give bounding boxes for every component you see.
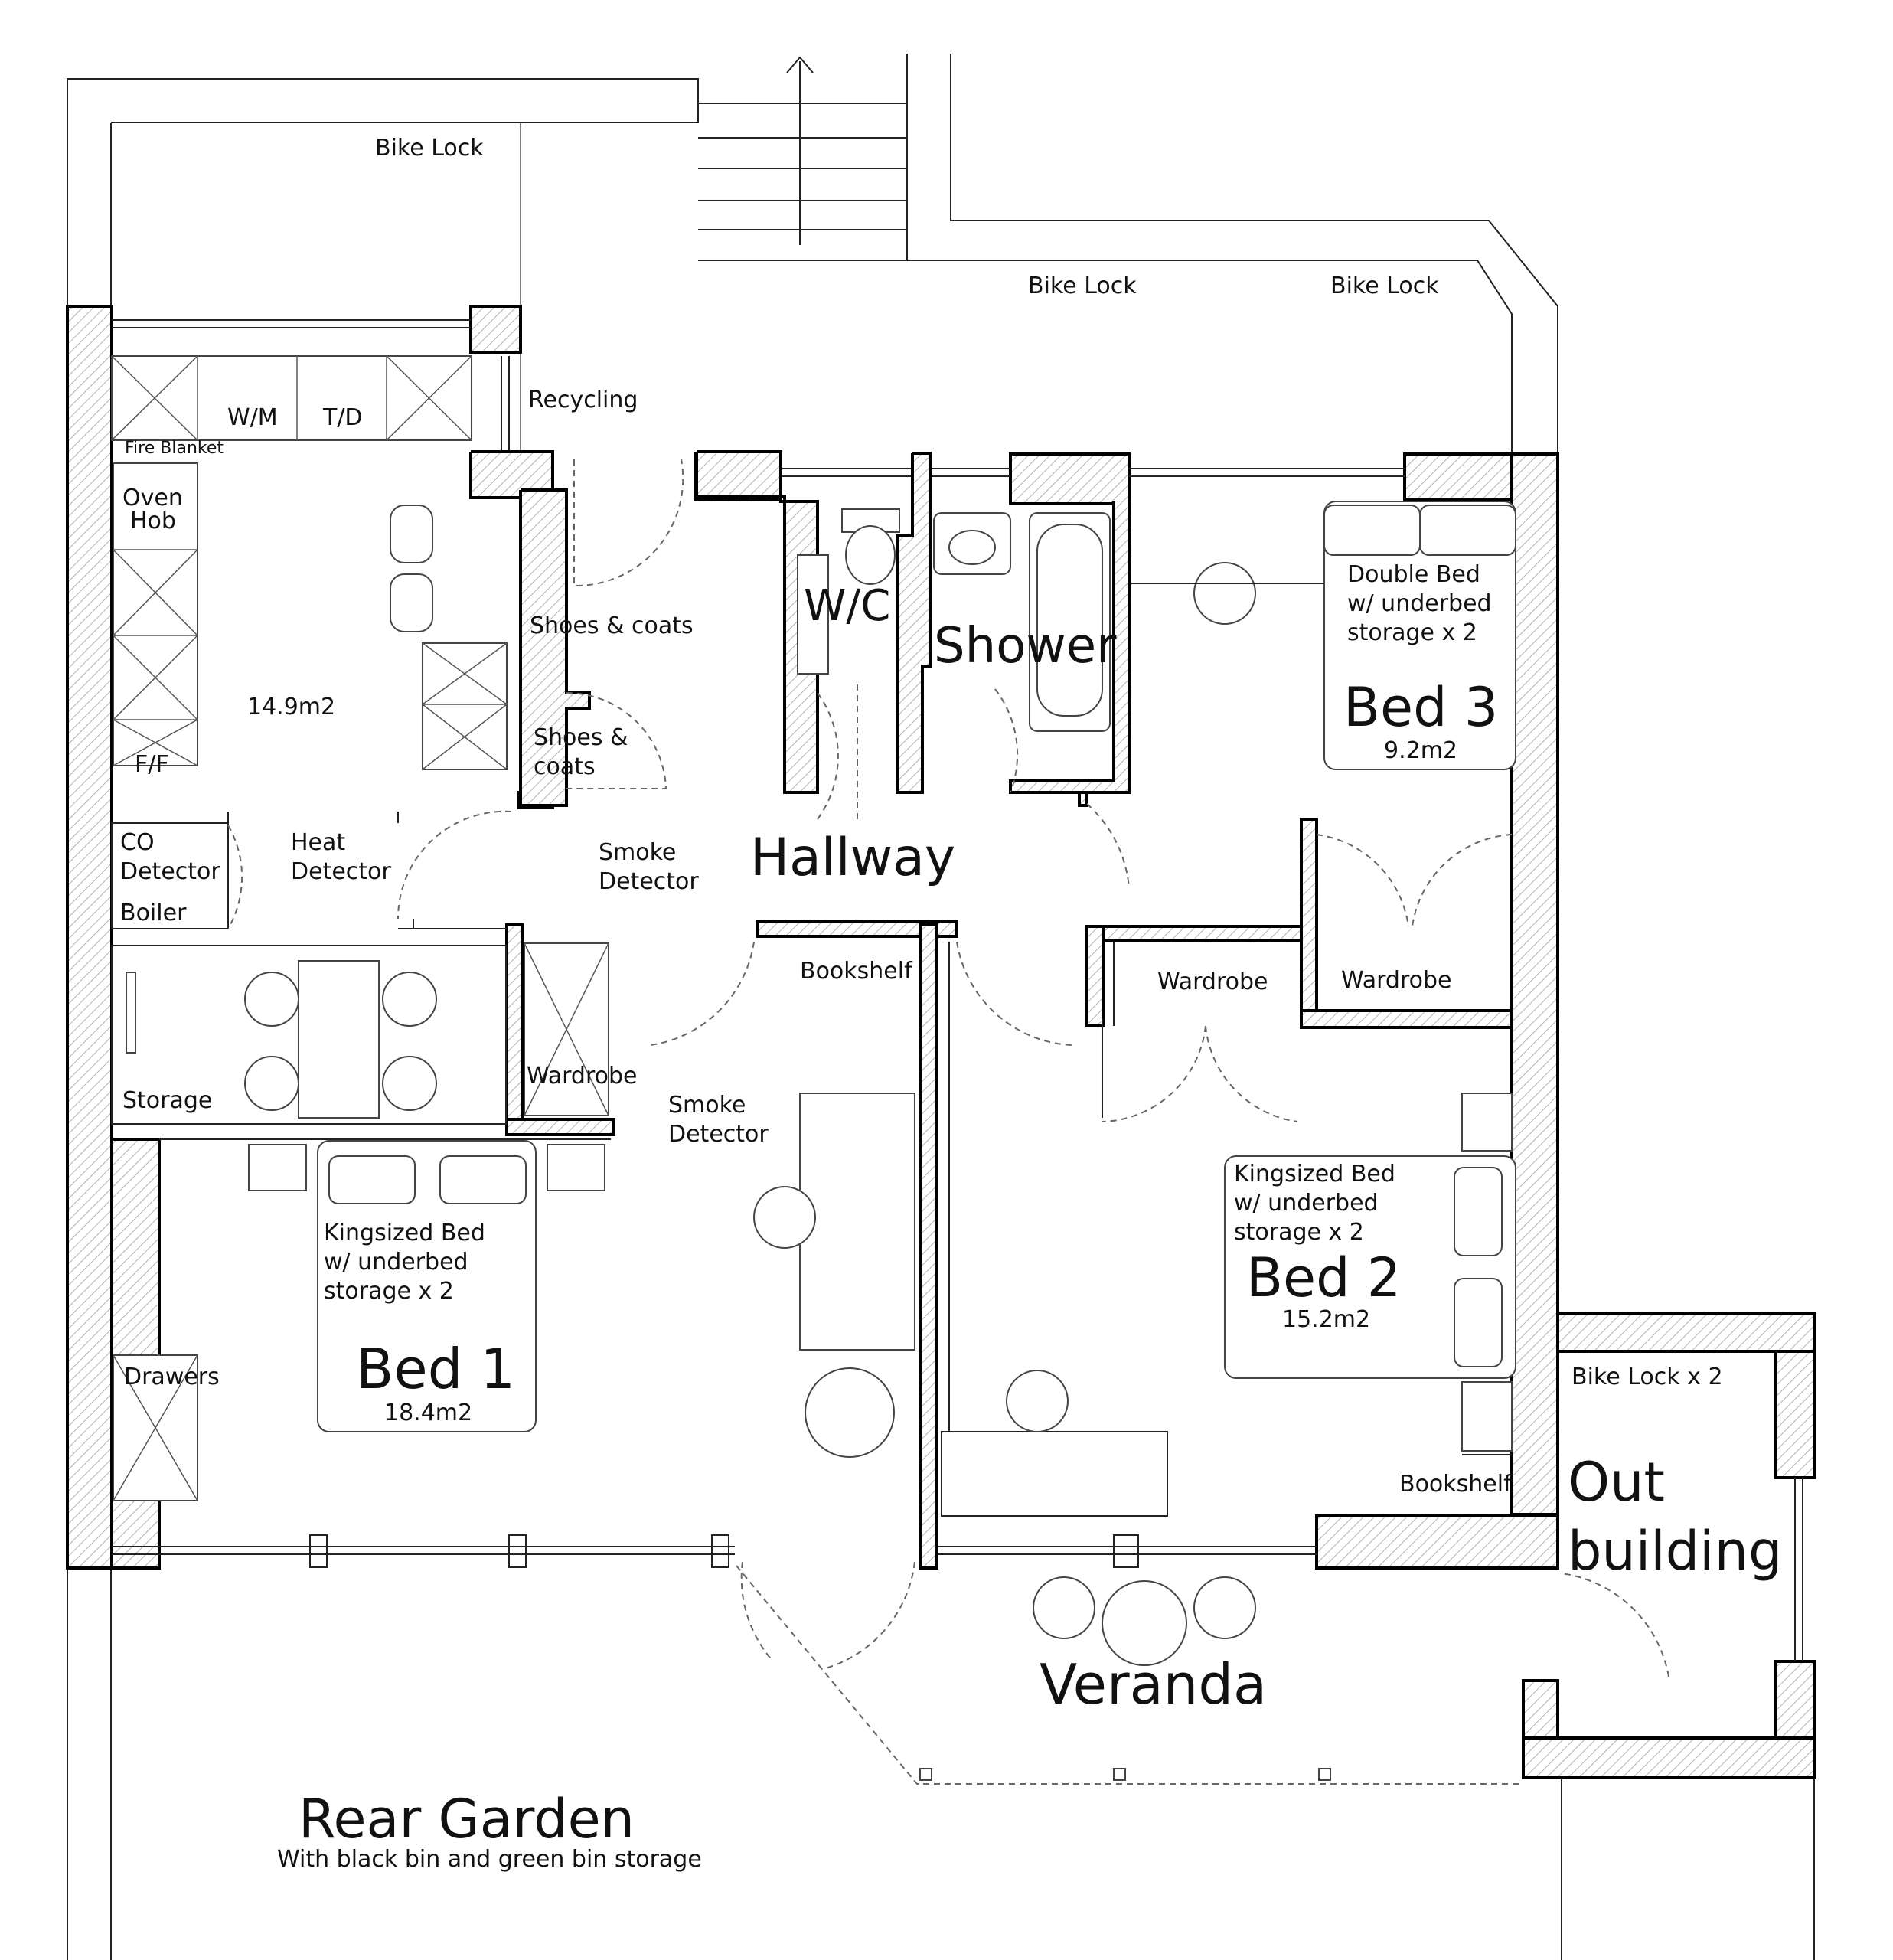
- label-storage: Storage: [122, 1087, 212, 1114]
- label-ff: F/F: [135, 751, 169, 778]
- label-bed2-area: 15.2m2: [1282, 1306, 1370, 1333]
- label-bike-lock-top-mid: Bike Lock: [1028, 273, 1137, 299]
- label-bike-lock-top-right: Bike Lock: [1330, 273, 1439, 299]
- label-wardrobe-bed2: Wardrobe: [1157, 969, 1268, 995]
- label-shoes-coats-2b: coats: [534, 753, 596, 780]
- room-outlines: [111, 812, 1168, 1517]
- label-bed2-desc-3: storage x 2: [1234, 1219, 1364, 1246]
- label-co-detector: Detector: [120, 858, 220, 885]
- label-smoke-detector-1a: Smoke: [599, 839, 676, 866]
- label-bed3-area: 9.2m2: [1384, 737, 1457, 764]
- label-bed2-desc-2: w/ underbed: [1234, 1190, 1379, 1217]
- label-co: CO: [120, 829, 155, 856]
- label-bed1-desc-2: w/ underbed: [324, 1249, 468, 1276]
- utility-cabinets: [111, 355, 609, 1501]
- label-bed1: Bed 1: [356, 1337, 515, 1401]
- label-veranda: Veranda: [1040, 1652, 1267, 1717]
- label-shower: Shower: [934, 618, 1117, 675]
- label-bike-lock-top-left: Bike Lock: [375, 135, 484, 162]
- label-bed3: Bed 3: [1343, 676, 1498, 739]
- label-smoke-detector-2b: Detector: [668, 1121, 769, 1148]
- label-kitchen-area: 14.9m2: [247, 694, 335, 720]
- label-rear-garden-sub: With black bin and green bin storage: [277, 1846, 702, 1873]
- label-wc: W/C: [804, 581, 890, 631]
- windows: [112, 319, 1803, 1661]
- label-rear-garden: Rear Garden: [299, 1788, 635, 1851]
- label-smoke-detector-2a: Smoke: [668, 1092, 746, 1119]
- label-smoke-detector-1b: Detector: [599, 868, 699, 895]
- label-bed2-desc-1: Kingsized Bed: [1234, 1161, 1395, 1187]
- label-heat: Heat: [291, 829, 345, 856]
- doors: [227, 459, 1669, 1677]
- label-shoes-coats-1: Shoes & coats: [530, 612, 694, 639]
- label-oven: Oven: [122, 485, 183, 511]
- label-bookshelf-hall: Bookshelf: [800, 958, 913, 985]
- label-bed3-desc-2: w/ underbed: [1347, 590, 1492, 617]
- label-bed1-desc-1: Kingsized Bed: [324, 1220, 485, 1246]
- label-heat-detector: Detector: [291, 858, 391, 885]
- exterior-walls: [66, 305, 1816, 1779]
- interior-walls: [469, 450, 1513, 1570]
- label-bed1-area: 18.4m2: [384, 1400, 472, 1426]
- furniture: [126, 501, 1523, 1785]
- label-wardrobe-bed3: Wardrobe: [1341, 967, 1452, 994]
- label-bed2: Bed 2: [1246, 1246, 1401, 1309]
- label-bookshelf-bed2: Bookshelf: [1399, 1471, 1513, 1498]
- label-shoes-coats-2a: Shoes &: [534, 724, 628, 751]
- label-boiler: Boiler: [120, 900, 187, 926]
- label-recycling: Recycling: [528, 387, 638, 413]
- label-bed3-desc-3: storage x 2: [1347, 619, 1477, 646]
- label-fire-blanket: Fire Blanket: [125, 439, 224, 458]
- label-bed3-desc-1: Double Bed: [1347, 561, 1480, 588]
- label-bed1-desc-3: storage x 2: [324, 1278, 454, 1305]
- label-bike-lock-x2: Bike Lock x 2: [1572, 1364, 1723, 1390]
- label-wm: W/M: [227, 404, 278, 431]
- label-drawers: Drawers: [124, 1364, 220, 1390]
- front-steps: [698, 56, 907, 245]
- labels: Bike Lock Bike Lock Bike Lock Recycling …: [120, 135, 1782, 1873]
- label-td: T/D: [322, 404, 363, 431]
- label-building: building: [1568, 1520, 1782, 1583]
- label-hob: Hob: [130, 508, 176, 534]
- label-out: Out: [1568, 1451, 1665, 1514]
- label-wardrobe-bed1: Wardrobe: [527, 1063, 638, 1089]
- label-hallway: Hallway: [750, 828, 955, 888]
